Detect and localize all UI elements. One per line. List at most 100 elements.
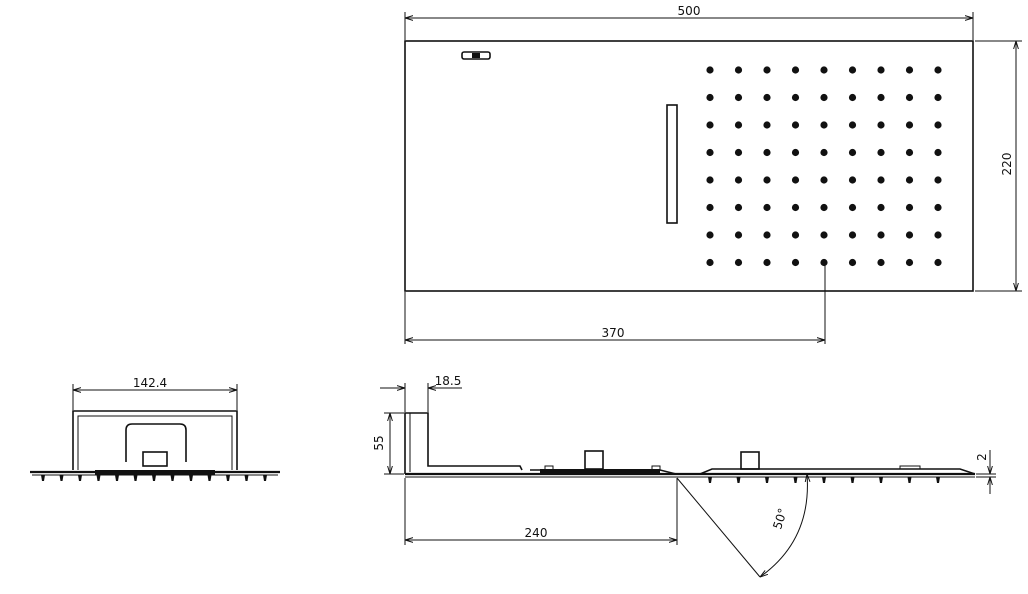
control-indicator-icon [461,51,491,60]
nozzle-dot [848,231,857,239]
nozzle-dot [877,203,885,212]
nozzle-dot [763,93,771,102]
nozzle-dot [763,203,771,212]
control-indicator-mark [472,53,480,58]
nozzle-tip [708,477,712,483]
nozzle-dot [848,258,857,267]
nozzle-dot [820,148,828,157]
nozzle-tip [115,475,119,481]
nozzle-dot [934,176,942,184]
nozzle-grid [706,66,942,267]
nozzle-tip [133,475,138,481]
nozzle-dot [820,258,828,267]
nozzle-tip [822,477,826,483]
nozzle-tip [936,477,940,483]
nozzle-tip [793,477,798,483]
front-fitting-1 [584,450,604,470]
nozzle-dot [763,121,771,129]
waterfall-slot [666,104,678,224]
nozzle-dot [734,176,743,184]
nozzle-dot [763,231,771,239]
nozzle-dot [706,148,714,157]
nozzle-dot [934,231,942,239]
nozzle-dot [706,66,714,74]
nozzle-dot [877,93,885,102]
nozzle-dot [820,231,828,239]
nozzle-dot [791,231,800,239]
nozzle-dot [820,93,828,102]
nozzle-dot [877,66,885,74]
angle-ray [676,477,761,578]
nozzle-dot [706,176,714,184]
nozzle-dot [905,231,914,239]
nozzle-dot [706,258,714,267]
nozzle-dot [905,203,914,212]
front-view: 18.5 55 2 240 50° [372,374,996,577]
angle-arc [760,474,807,577]
nozzle-tip [96,475,101,481]
nozzle-dot [763,258,771,267]
nozzle-tip [78,475,82,481]
nozzle-tip [736,477,741,483]
nozzle-dot [934,121,942,129]
nozzle-dot [934,148,942,157]
nozzle-dot [877,176,885,184]
nozzle-dot [763,176,771,184]
dim-top-height: 220 [1000,153,1014,176]
nozzle-dot [763,66,771,74]
nozzle-dot [734,66,743,74]
nozzle-dot [934,258,942,267]
nozzle-dot [706,231,714,239]
front-fitting-2 [740,451,760,470]
nozzle-dot [848,121,857,129]
nozzle-dot [934,203,942,212]
nozzle-dot [734,93,743,102]
side-mount-box [72,410,238,470]
top-view: 500 220 370 [404,4,1022,344]
nozzle-dot [706,203,714,212]
nozzle-dot [820,176,828,184]
nozzle-tip [850,477,855,483]
nozzle-tip [244,475,249,481]
dim-front-height: 55 [372,435,386,450]
shower-head-outline [404,40,974,292]
nozzle-dot [905,66,914,74]
nozzle-dot [791,203,800,212]
dim-top-width: 500 [678,4,701,18]
nozzle-dot [820,203,828,212]
nozzle-dot [734,148,743,157]
nozzle-dot [905,121,914,129]
nozzle-tip [41,475,45,481]
dim-nozzle-offset: 370 [602,326,625,340]
nozzle-dot [820,66,828,74]
nozzle-dot [820,121,828,129]
nozzle-dot [706,93,714,102]
front-bracket [404,412,523,474]
dim-front-offset: 240 [525,526,548,540]
dim-front-thickness: 2 [975,453,989,461]
side-nozzles [41,475,267,481]
nozzle-dot [734,203,743,212]
nozzle-dot [848,203,857,212]
nozzle-tip [907,477,912,483]
nozzle-tip [59,475,64,481]
nozzle-tip [765,477,769,483]
nozzle-dot [905,93,914,102]
nozzle-dot [734,121,743,129]
nozzle-dot [848,176,857,184]
nozzle-dot [734,231,743,239]
nozzle-dot [905,148,914,157]
nozzle-dot [706,121,714,129]
nozzle-dot [905,258,914,267]
nozzle-dot [763,148,771,157]
nozzle-dot [791,148,800,157]
dim-front-depth: 18.5 [435,374,462,388]
nozzle-dot [791,176,800,184]
nozzle-dot [848,66,857,74]
nozzle-tip [879,477,883,483]
nozzle-dot [877,231,885,239]
dim-spray-angle: 50° [770,506,790,531]
nozzle-dot [905,176,914,184]
dim-side-width: 142.4 [133,376,167,390]
